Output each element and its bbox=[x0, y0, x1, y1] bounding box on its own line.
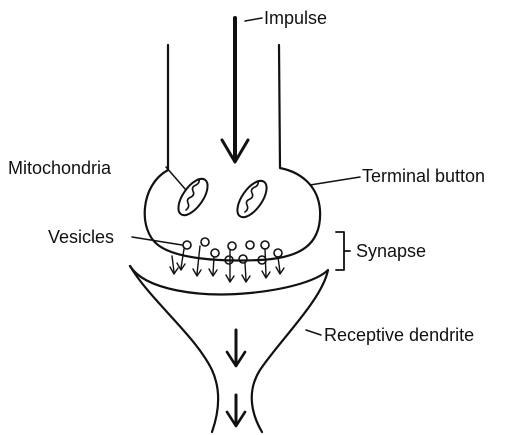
mitochondria-leader-line bbox=[166, 167, 186, 190]
mitochondrion-right bbox=[232, 176, 272, 222]
terminal-button-outline bbox=[145, 45, 320, 260]
receptive-dendrite-label: Receptive dendrite bbox=[324, 325, 474, 345]
dendrite-arrow-upper bbox=[227, 330, 245, 366]
dendrite-arrow-lower bbox=[227, 395, 245, 426]
vesicle bbox=[274, 249, 284, 274]
receptive-dendrite-leader-line bbox=[306, 330, 321, 335]
synapse-label: Synapse bbox=[356, 241, 426, 261]
impulse-label: Impulse bbox=[264, 8, 327, 28]
impulse-arrow bbox=[222, 18, 248, 162]
terminal-button-label: Terminal button bbox=[362, 166, 485, 186]
impulse-leader-line bbox=[245, 18, 262, 21]
terminal-button-leader-line bbox=[310, 177, 360, 185]
vesicle bbox=[239, 255, 250, 282]
vesicles-label: Vesicles bbox=[48, 227, 114, 247]
mitochondria-label: Mitochondria bbox=[8, 158, 112, 178]
vesicle bbox=[209, 249, 219, 276]
receptive-dendrite-outline bbox=[130, 266, 328, 432]
vesicle bbox=[246, 241, 254, 249]
synapse-bracket bbox=[336, 232, 350, 270]
vesicle bbox=[226, 242, 236, 282]
